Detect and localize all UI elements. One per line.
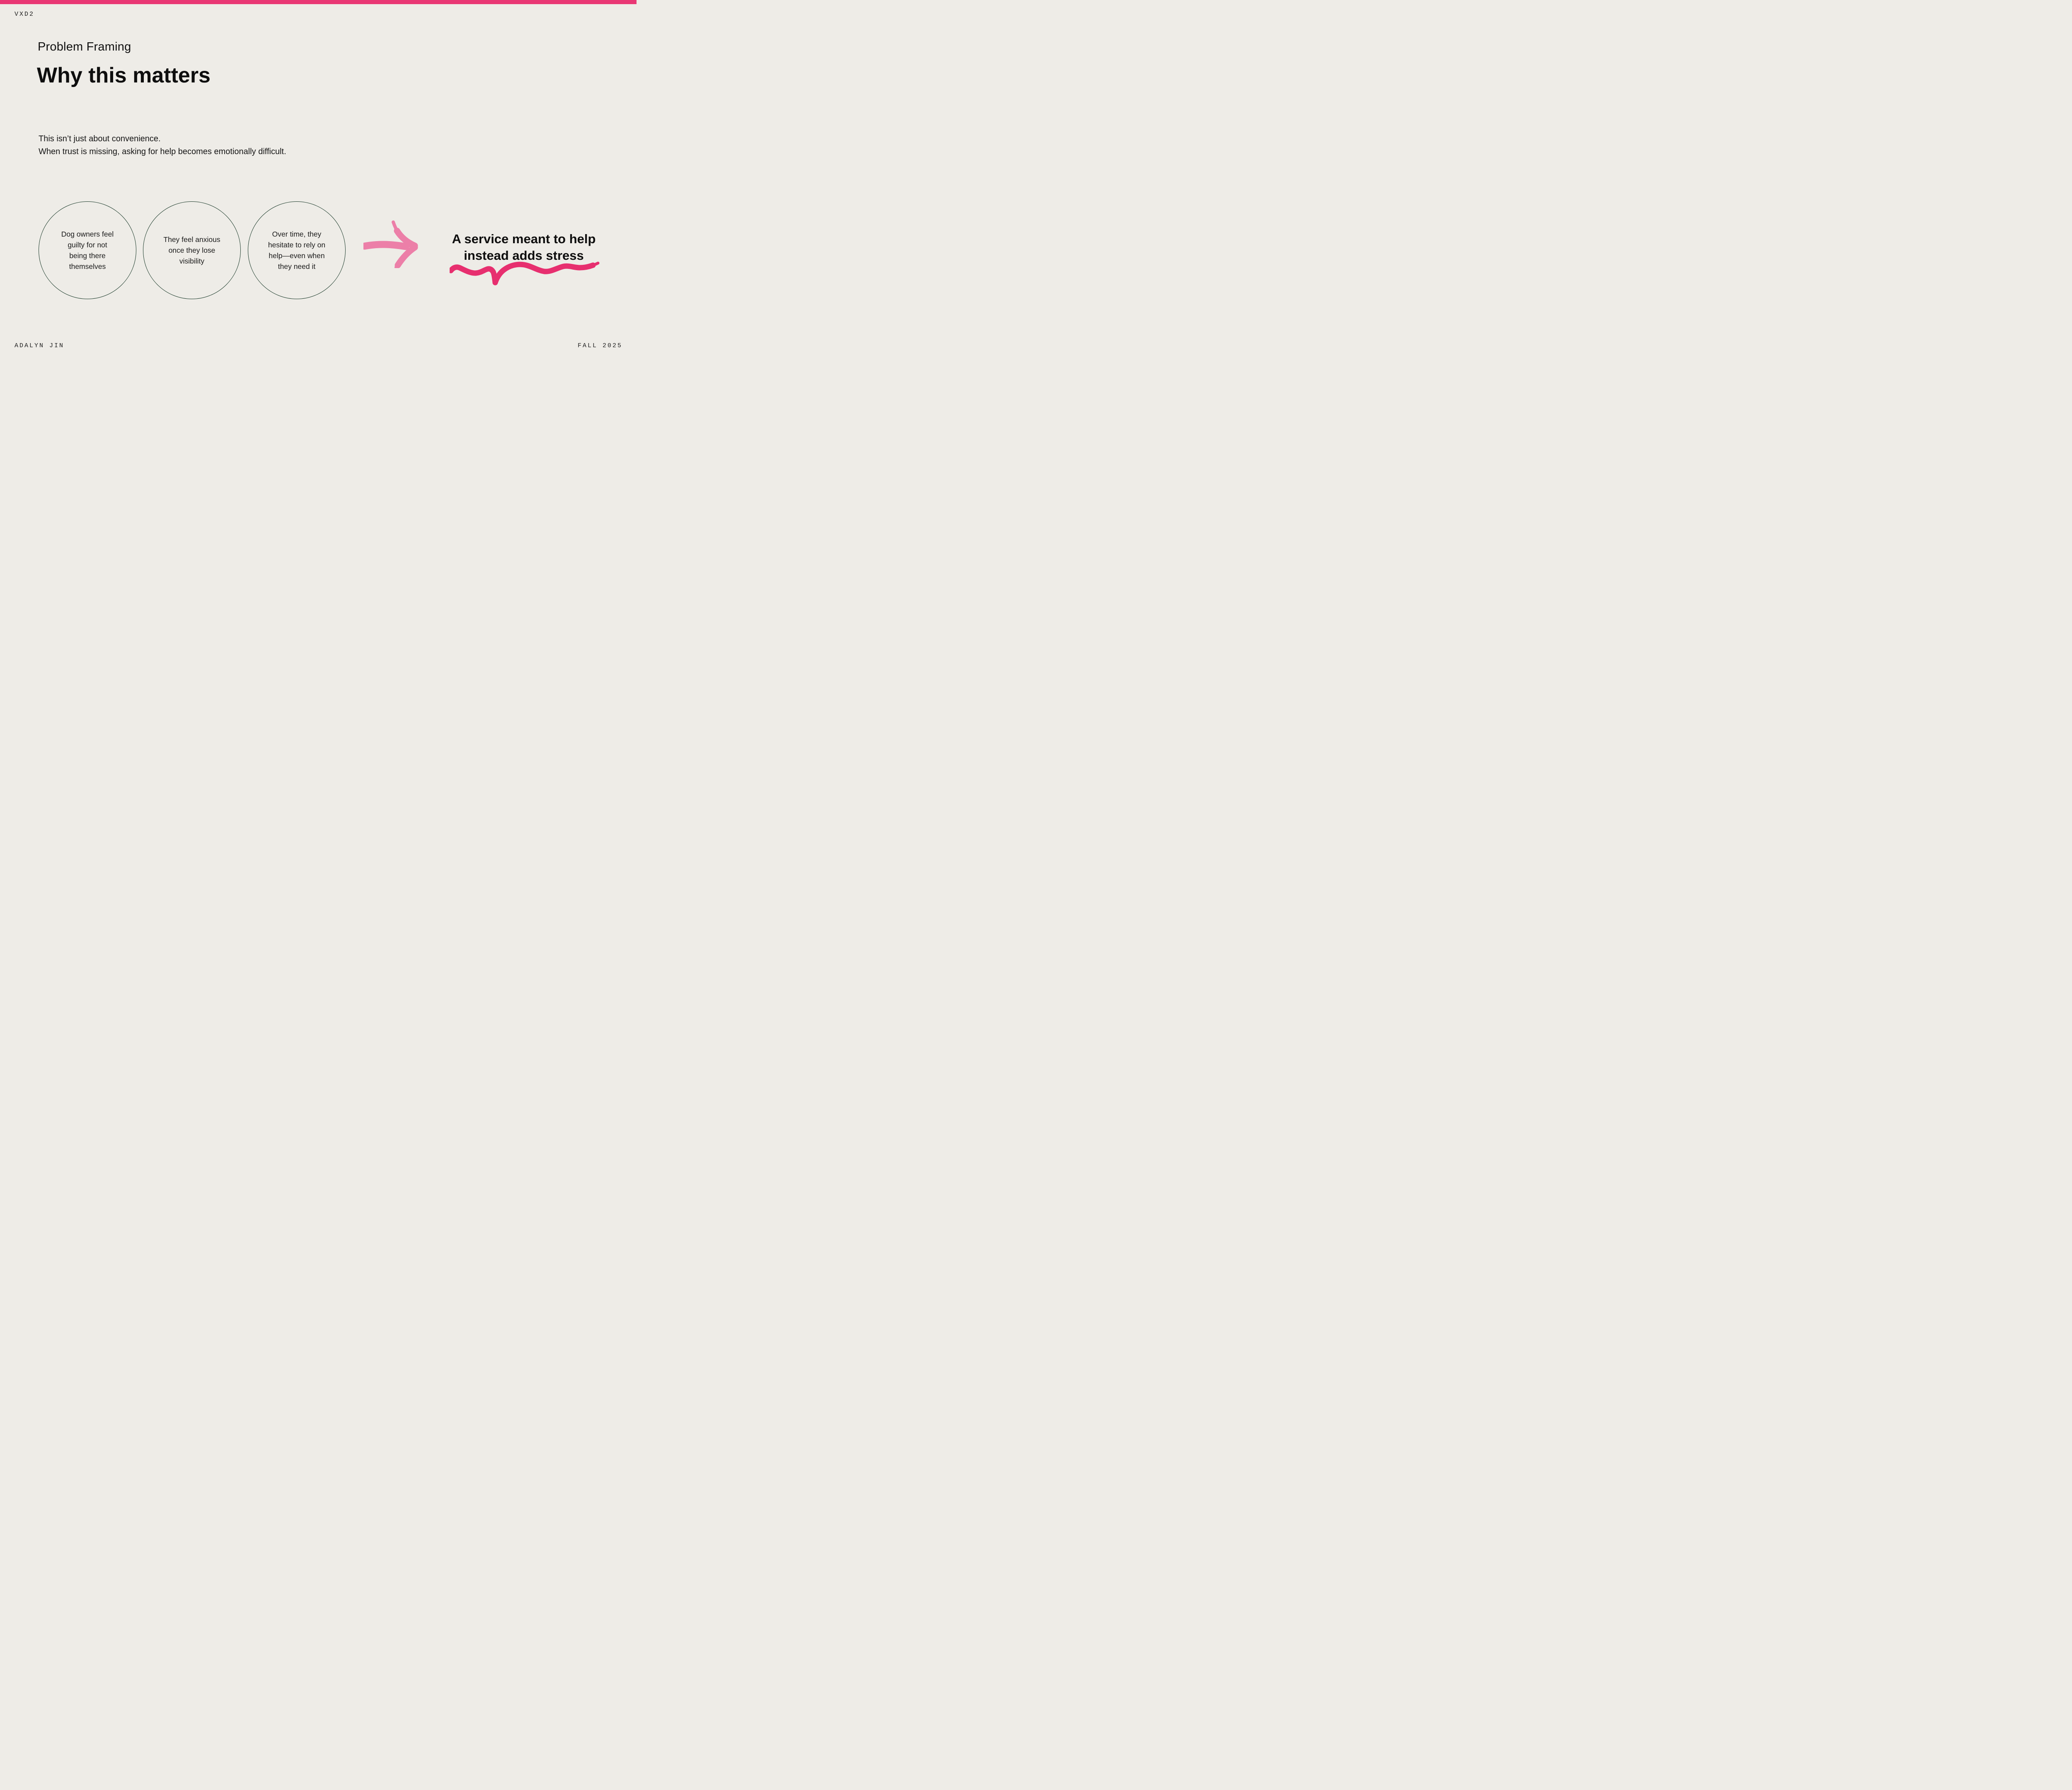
intro-line-1: This isn’t just about convenience. xyxy=(39,134,161,143)
top-accent-bar xyxy=(0,0,637,4)
circle-line: Dog owners feel xyxy=(61,230,114,238)
circle-line: visibility xyxy=(179,257,205,265)
circle-line: once they lose xyxy=(168,246,215,254)
section-label: Problem Framing xyxy=(38,40,131,53)
conclusion-text: A service meant to help instead adds str… xyxy=(441,231,607,264)
circle-line: help—even when xyxy=(269,252,325,260)
circle-line: themselves xyxy=(69,262,106,271)
footer-author: ADALYN JIN xyxy=(15,342,65,349)
squiggle-underline-icon xyxy=(450,261,600,285)
circle-line: they need it xyxy=(278,262,316,271)
intro-line-2: When trust is missing, asking for help b… xyxy=(39,147,286,156)
insight-circle-anxiety: They feel anxious once they lose visibil… xyxy=(143,201,241,299)
circle-line: hesitate to rely on xyxy=(268,241,326,249)
circle-line: Over time, they xyxy=(272,230,322,238)
slide: VXD2 Problem Framing Why this matters Th… xyxy=(0,0,637,358)
insight-circle-guilt-text: Dog owners feel guilty for not being the… xyxy=(61,229,114,272)
arrow-right-icon xyxy=(363,220,418,268)
insight-circle-anxiety-text: They feel anxious once they lose visibil… xyxy=(163,234,220,266)
conclusion-line-1: A service meant to help xyxy=(452,232,596,246)
conclusion-line-2: instead adds stress xyxy=(464,248,584,263)
insight-circle-guilt: Dog owners feel guilty for not being the… xyxy=(39,201,136,299)
circle-line: being there xyxy=(69,252,106,260)
circle-line: guilty for not xyxy=(68,241,107,249)
circle-line: They feel anxious xyxy=(163,235,220,244)
page-title: Why this matters xyxy=(37,63,211,87)
course-code: VXD2 xyxy=(15,11,35,18)
insight-circle-hesitation-text: Over time, they hesitate to rely on help… xyxy=(268,229,325,272)
insight-circle-hesitation: Over time, they hesitate to rely on help… xyxy=(248,201,346,299)
intro-text: This isn’t just about convenience. When … xyxy=(39,133,286,158)
footer-term: FALL 2025 xyxy=(577,342,622,349)
